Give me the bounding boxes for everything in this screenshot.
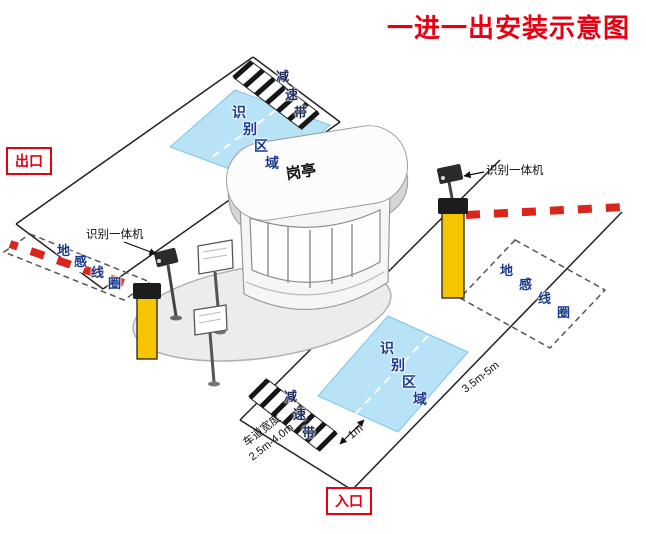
exit-badge: 出口 [6,147,52,175]
camera-head-right [436,164,464,184]
booth-roof-top [225,125,409,221]
lane-dash-bottom [345,335,429,425]
camera-lens-left [157,259,161,263]
booth-window-mullions [267,222,353,288]
booth-glass-band [249,209,381,283]
reader-camera-left [154,247,182,321]
speed-bump-top [232,60,320,130]
barrier-arm-right-base [465,203,625,219]
barrier-arm-left-stripes [8,240,152,296]
barrier-gate-left [8,240,161,360]
reader-label-right: 识别一体机 [486,165,544,177]
barrier-gate-right [436,164,625,299]
leader-reader-left [123,241,157,256]
barrier-post-right [441,211,465,299]
speed-bump-bottom [248,378,338,452]
camera-pole-right [447,181,454,199]
barrier-post-left [136,296,158,360]
dimension-line-1m [339,419,365,445]
barrier-cap-left [133,283,161,299]
barrier-cap-right [438,198,468,214]
annotation-lines [123,171,485,445]
recognition-area-bottom [317,315,469,433]
booth-wall-seam [245,271,385,296]
recognition-area-bottom-patch [317,315,469,433]
ground-coil-right [458,239,607,349]
sign-board-2 [193,304,228,387]
diagram-title: 一进一出安装示意图 [386,13,630,43]
entrance-badge: 入口 [326,487,372,515]
reader-label-left: 识别一体机 [86,229,144,241]
guard-booth [225,125,409,310]
leader-reader-right [463,171,485,179]
camera-lens-right [441,176,445,180]
